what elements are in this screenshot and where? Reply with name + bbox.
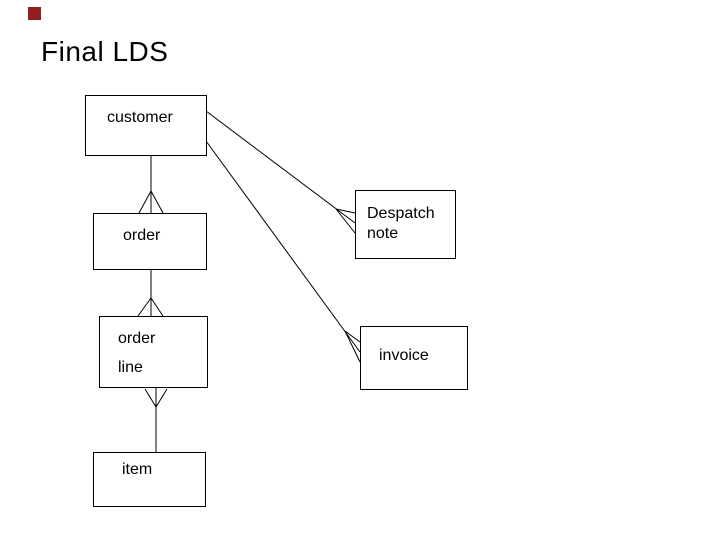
- entity-label: invoice: [379, 347, 429, 364]
- crows-foot-prong: [137, 297, 152, 317]
- connector-customer-despatchnote: [205, 110, 356, 234]
- crows-foot-prong: [344, 330, 361, 343]
- connector-orderline-item: [144, 388, 168, 452]
- entity-despatch-note: Despatch note: [355, 190, 456, 259]
- connector-customer-order: [138, 156, 164, 214]
- crows-foot-prong: [155, 388, 168, 408]
- crows-foot-prong: [335, 208, 356, 234]
- entity-order-line: order line: [99, 316, 208, 388]
- entity-order: order: [93, 213, 207, 270]
- crows-foot-prong: [150, 190, 164, 214]
- entity-label: line: [118, 359, 143, 376]
- relationship-line: [205, 140, 361, 353]
- entity-label: Despatch: [367, 205, 435, 222]
- entity-invoice: invoice: [360, 326, 468, 390]
- relationship-line: [205, 110, 356, 224]
- entity-customer: customer: [85, 95, 207, 156]
- entity-label: note: [367, 225, 399, 242]
- crows-foot-prong: [150, 297, 164, 317]
- crows-foot-prong: [344, 330, 361, 363]
- entity-item: item: [93, 452, 206, 507]
- connector-customer-invoice: [205, 140, 361, 363]
- connector-order-orderline: [137, 270, 164, 317]
- crows-foot-prong: [144, 388, 157, 408]
- entity-label: order: [118, 330, 156, 347]
- entity-label: item: [122, 461, 153, 478]
- crows-foot-prong: [138, 190, 152, 214]
- entity-label: customer: [107, 109, 173, 126]
- crows-foot-prong: [335, 208, 356, 214]
- page-title: Final LDS: [41, 36, 169, 67]
- entity-label: order: [123, 227, 161, 244]
- decor-red-square: [28, 7, 41, 20]
